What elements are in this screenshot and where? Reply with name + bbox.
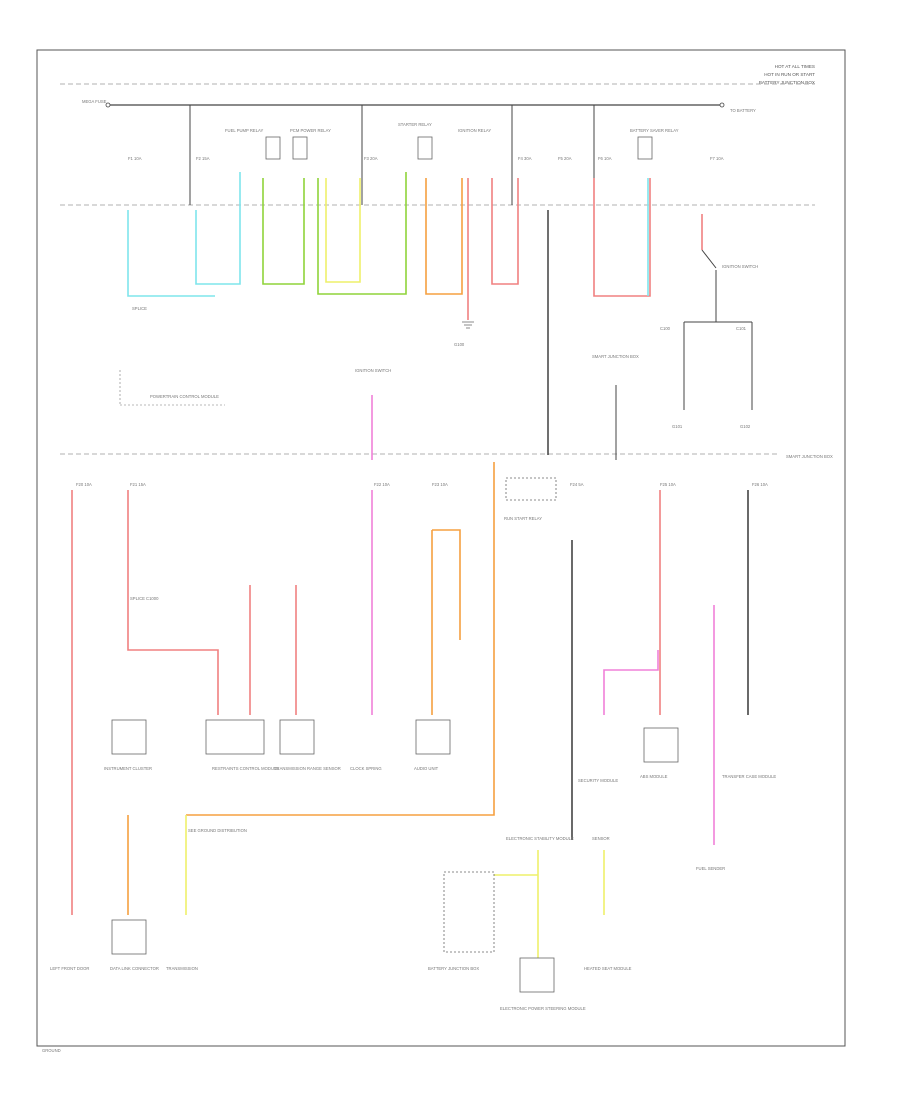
module-label: TRANSFER CASE MODULE	[722, 774, 776, 779]
relay-box	[637, 136, 653, 160]
bottom-label: HEATED SEAT MODULE	[584, 966, 632, 971]
top-fuses: F1 10A F2 15A F3 20A F4 30A F5 20A F6 10…	[128, 156, 724, 161]
node-left-label: IGNITION SWITCH	[355, 368, 391, 373]
module-label: RESTRAINTS CONTROL MODULE	[212, 766, 279, 771]
fuse-label: F7 10A	[710, 156, 724, 161]
relay-box	[292, 136, 308, 160]
top-relays: FUEL PUMP RELAY PCM POWER RELAY STARTER …	[225, 122, 679, 160]
relay-label: BATTERY SAVER RELAY	[630, 128, 679, 133]
fuse-label: F4 30A	[518, 156, 532, 161]
module-box	[279, 719, 315, 755]
header-line2: HOT IN RUN OR START	[764, 72, 815, 77]
module-label: AUDIO UNIT	[414, 766, 439, 771]
fuse-label: F24 5A	[570, 482, 584, 487]
relay-box	[265, 136, 281, 160]
module-label: INSTRUMENT CLUSTER	[104, 766, 152, 771]
module-label: ABS MODULE	[640, 774, 668, 779]
relay-box	[417, 136, 433, 160]
relay-label: PCM POWER RELAY	[290, 128, 331, 133]
fuse-label: F26 10A	[752, 482, 768, 487]
connector-right-label: C101	[736, 326, 747, 331]
module-label: TRANSMISSION RANGE SENSOR	[274, 766, 341, 771]
node-right-label: SMART JUNCTION BOX	[592, 354, 639, 359]
fuse-label: F3 20A	[364, 156, 378, 161]
run-start-relay	[505, 477, 557, 501]
junction-box-outline	[443, 871, 495, 953]
fuse-label: F25 10A	[660, 482, 676, 487]
right-connector-icon	[719, 102, 725, 108]
note-left-label: SPLICE C1000	[130, 596, 159, 601]
right-title-label: SMART JUNCTION BOX	[786, 454, 833, 459]
diagram-frame	[36, 49, 846, 1047]
right-link-label: TO BATTERY	[730, 108, 756, 113]
corner-tag: GROUND	[42, 1048, 61, 1053]
module-label: SECURITY MODULE	[578, 778, 618, 783]
bottom-label: LEFT FRONT DOOR	[50, 966, 89, 971]
ground-icon	[462, 321, 474, 329]
left-link-label: MEGA FUSE	[82, 99, 107, 104]
fuse-label: F21 15A	[130, 482, 146, 487]
relay-label: IGNITION RELAY	[458, 128, 491, 133]
top-drops	[189, 105, 595, 205]
lower-wires	[71, 462, 749, 960]
module-box	[519, 957, 555, 993]
module-box	[415, 719, 451, 755]
bottom-label: TRANSMISSION	[166, 966, 198, 971]
module-label: ELECTRONIC POWER STEERING MODULE	[500, 1006, 586, 1011]
bottom-label: DATA LINK CONNECTOR	[110, 966, 159, 971]
module-box	[643, 727, 679, 763]
switch-icon	[701, 249, 717, 296]
fuse-label: F5 20A	[558, 156, 572, 161]
bottom-label: BATTERY JUNCTION BOX	[428, 966, 479, 971]
note-mid-label: SEE GROUND DISTRIBUTION	[188, 828, 247, 833]
module-box	[111, 719, 147, 755]
lower-modules	[111, 719, 679, 993]
fuse-label: F2 15A	[196, 156, 210, 161]
relay-label: STARTER RELAY	[398, 122, 432, 127]
ground-mid-label: G100	[454, 342, 465, 347]
relay-center-label: RUN START RELAY	[504, 516, 542, 521]
fuse-label: F23 10A	[432, 482, 448, 487]
left-connector-icon	[105, 102, 111, 108]
fuse-label: F20 10A	[76, 482, 92, 487]
mid-wires	[127, 172, 703, 320]
module-box	[111, 919, 147, 955]
fuse-label: F1 10A	[128, 156, 142, 161]
switch-label: IGNITION SWITCH	[722, 264, 758, 269]
bottom-label: FUEL SENDER	[696, 866, 725, 871]
bottom-labels: LEFT FRONT DOOR DATA LINK CONNECTOR TRAN…	[50, 836, 725, 971]
connector-left-label: C100	[660, 326, 671, 331]
fuse-label: F6 10A	[598, 156, 612, 161]
ground-r2-label: G102	[740, 424, 751, 429]
ground-r1-label: G101	[672, 424, 683, 429]
fuse-label: F22 10A	[374, 482, 390, 487]
bottom-label: ELECTRONIC STABILITY MODULE	[506, 836, 574, 841]
lower-fuses: F20 10A F21 15A F22 10A F23 10A F24 5A F…	[76, 482, 768, 487]
bottom-label: SENSOR	[592, 836, 610, 841]
header-line1: HOT AT ALL TIMES	[775, 64, 815, 69]
module-labels: INSTRUMENT CLUSTER RESTRAINTS CONTROL MO…	[104, 766, 776, 1011]
header-line3: BATTERY JUNCTION BOX	[759, 80, 815, 85]
module-label: CLOCK SPRING	[350, 766, 382, 771]
module-box	[205, 719, 265, 755]
relay-label: FUEL PUMP RELAY	[225, 128, 264, 133]
splice-left-label: SPLICE	[132, 306, 147, 311]
module-left-label: POWERTRAIN CONTROL MODULE	[150, 394, 219, 399]
